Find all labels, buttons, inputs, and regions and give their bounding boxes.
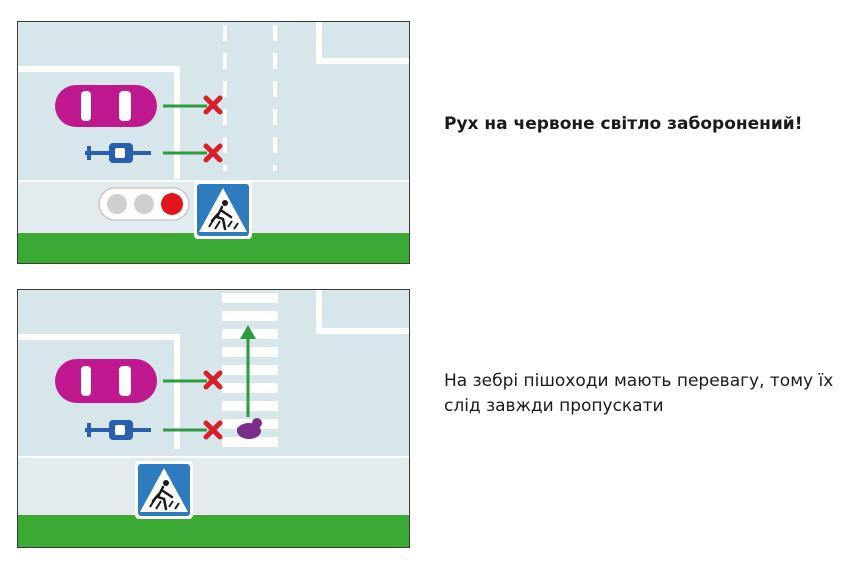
stop-cross-icon	[203, 143, 223, 163]
sidewalk	[17, 456, 410, 516]
stop-cross-icon	[203, 95, 223, 115]
road-edge-line-right	[316, 21, 410, 64]
motorbike-icon	[85, 420, 151, 440]
pedestrian-arrow-icon	[240, 325, 256, 417]
pedestrian-crossing-sign-icon	[194, 181, 252, 239]
stop-cross-icon	[203, 370, 223, 390]
pedestrian-icon	[237, 418, 262, 439]
road-edge-line-right	[316, 289, 410, 334]
grass	[17, 515, 410, 548]
traffic-light-icon	[98, 187, 190, 221]
road-edge-line-left	[17, 66, 180, 179]
zebra-crossing-diagram	[17, 289, 410, 548]
stop-cross-icon	[203, 420, 223, 440]
pedestrian-crossing-sign-icon	[135, 461, 193, 519]
red-light-diagram	[17, 21, 410, 264]
car-icon	[55, 85, 157, 127]
motorbike-icon	[85, 143, 151, 163]
road-edge-line-left	[17, 334, 180, 449]
zebra-caption: На зебрі пішоходи мають перевагу, тому ї…	[444, 371, 834, 416]
car-icon	[55, 359, 157, 403]
red-light-caption: Рух на червоне світло заборонений!	[444, 114, 803, 134]
